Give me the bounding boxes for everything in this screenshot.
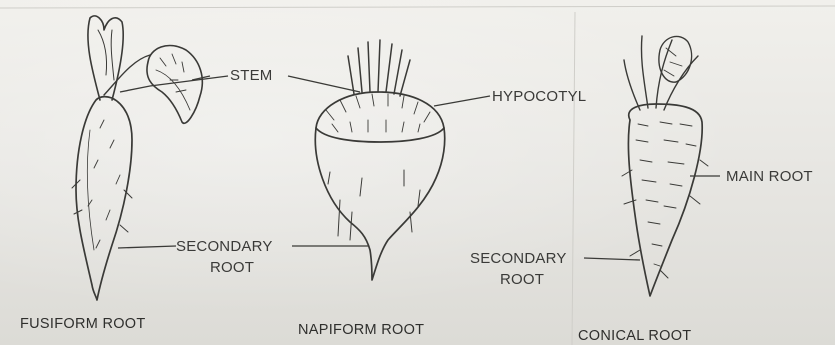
label-secondary-root-2-line2: ROOT bbox=[500, 271, 544, 288]
label-secondary-root-1-line2: ROOT bbox=[210, 259, 254, 276]
conical-root-drawing bbox=[622, 36, 708, 296]
label-secondary-root-1: SECONDARY bbox=[176, 238, 273, 255]
caption-conical-root: CONICAL ROOT bbox=[578, 328, 691, 344]
label-main-root: MAIN ROOT bbox=[726, 168, 813, 185]
napiform-root-drawing bbox=[315, 40, 444, 280]
label-secondary-root-2: SECONDARY bbox=[470, 250, 567, 267]
fusiform-root-drawing bbox=[72, 16, 202, 300]
caption-napiform-root: NAPIFORM ROOT bbox=[298, 322, 424, 338]
caption-fusiform-root: FUSIFORM ROOT bbox=[20, 316, 146, 332]
label-hypocotyl: HYPOCOTYL bbox=[492, 88, 586, 105]
label-stem: STEM bbox=[230, 67, 272, 84]
